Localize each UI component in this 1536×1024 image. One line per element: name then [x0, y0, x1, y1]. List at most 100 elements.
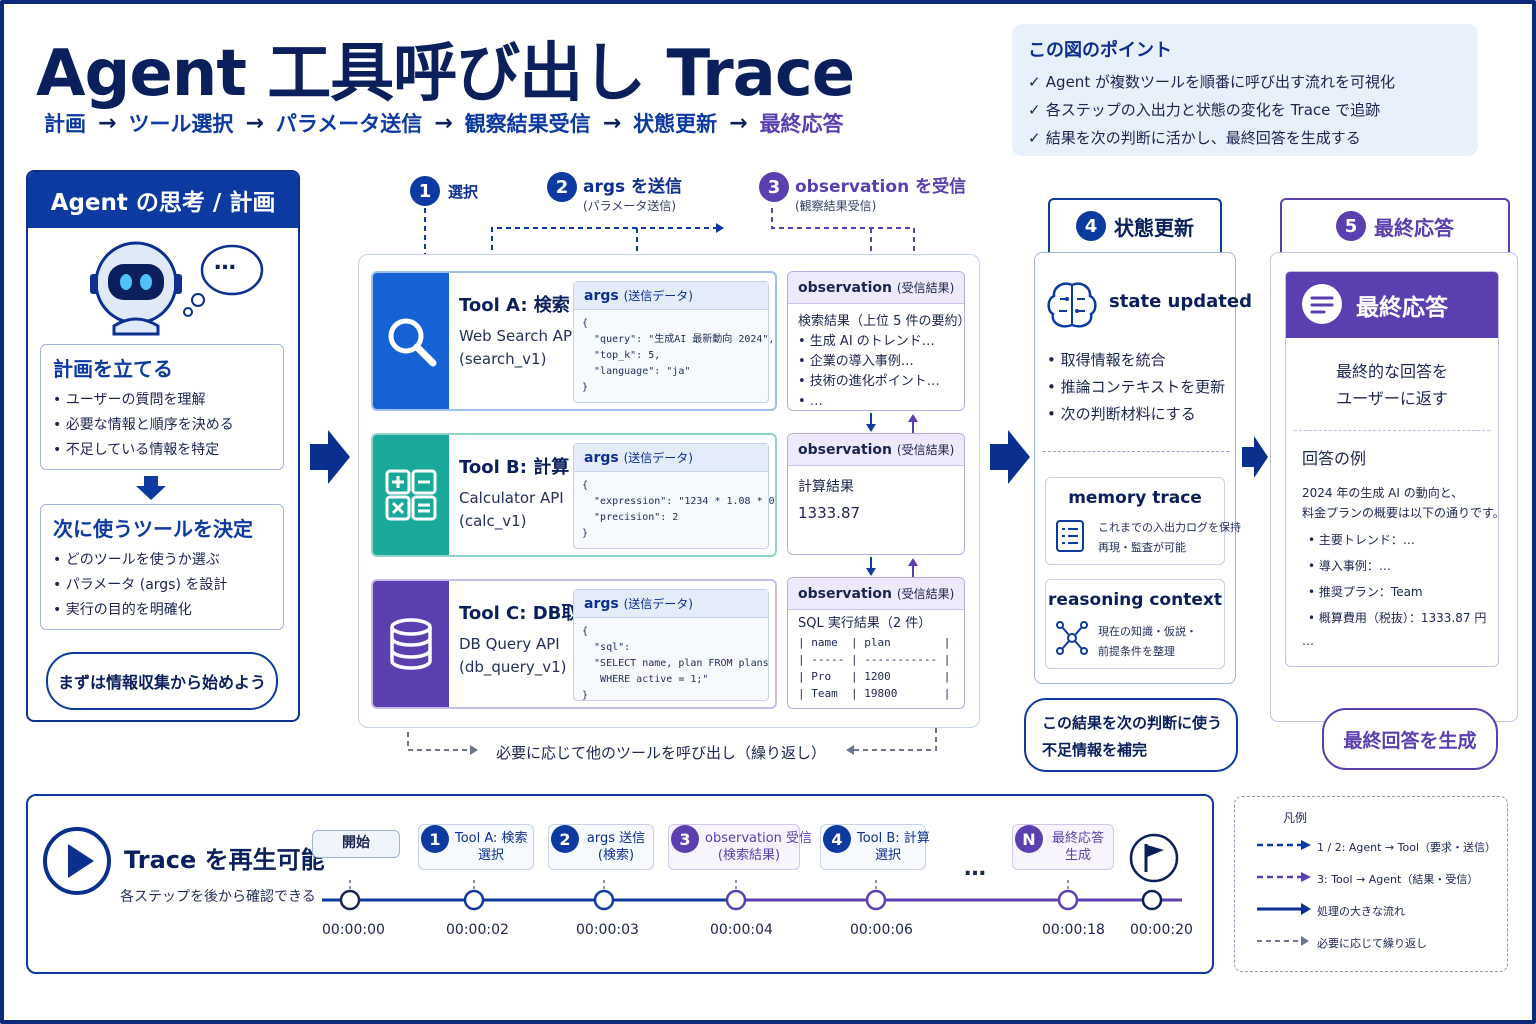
step-number: 2 [547, 172, 577, 202]
memory-trace-text: これまでの入出力ログを保持再現・監査が可能 [1098, 518, 1241, 558]
state-update-title: 状態更新 [1114, 215, 1194, 240]
trace-step-chip[interactable]: N 最終応答 生成 [1012, 824, 1114, 870]
tool-c-card[interactable]: Tool C: DB取得 DB Query API (db_query_v1) … [371, 579, 777, 709]
observation-header: observation (受信結果) [788, 272, 964, 304]
play-icon[interactable] [42, 826, 112, 896]
tool-c-icon-bar [373, 581, 449, 707]
trace-step-chip[interactable]: 1 Tool A: 検索 選択 [418, 824, 534, 870]
final-response-tab[interactable]: 5 最終応答 [1280, 198, 1510, 252]
answer-example-item: 主要トレンド：… [1302, 527, 1482, 553]
reasoning-context-box[interactable]: reasoning context 現在の知識・仮説・前提条件を整理 [1045, 579, 1225, 669]
key-points-box: この図のポイント Agent が複数ツールを順番に呼び出す流れを可視化 各ステッ… [1012, 24, 1478, 156]
tool-a-card[interactable]: Tool A: 検索 Web Search API (search_v1) ar… [371, 271, 777, 411]
observation-title: SQL 実行結果（2 件） [798, 616, 932, 631]
trace-chip-line: 生成 [1064, 848, 1091, 863]
state-speech-bubble: この結果を次の判断に使う 不足情報を補完 [1024, 698, 1238, 772]
state-item: 取得情報を統合 [1047, 347, 1225, 374]
flow-steps: 計画 → ツール選択 → パラメータ送信 → 観察結果受信 → 状態更新 → 最… [44, 108, 844, 138]
final-response-card: 最終応答 最終的な回答を ユーザーに返す 回答の例 2024 年の生成 AI の… [1285, 271, 1505, 667]
answer-example-item: 推奨プラン：Team [1302, 579, 1482, 605]
answer-example-title: 回答の例 [1302, 449, 1367, 468]
tool-c-api-id: (db_query_v1) [459, 658, 567, 676]
step-label: args を送信 [583, 177, 683, 197]
divider [1043, 451, 1229, 452]
step-2-marker: 2 args を送信 (パラメータ送信) [547, 172, 682, 214]
trace-chip-line: (検索) [597, 848, 635, 863]
tool-a-args: args (送信データ) { "query": "生成AI 最新動向 2024"… [573, 281, 774, 403]
state-update-tab[interactable]: 4 状態更新 [1048, 198, 1222, 252]
reasoning-context-text: 現在の知識・仮説・前提条件を整理 [1098, 622, 1197, 662]
flow-arrow: → [245, 110, 264, 136]
observation-label: observation [798, 280, 893, 296]
tool-b-card[interactable]: Tool B: 計算 Calculator API (calc_v1) args… [371, 433, 777, 557]
memory-trace-line: 再現・監査が可能 [1098, 541, 1186, 554]
flow-arrow: → [602, 110, 622, 136]
memory-trace-line: これまでの入出力ログを保持 [1098, 521, 1241, 534]
trace-time: 00:00:04 [710, 922, 773, 938]
tool-a-api-name: Web Search API [459, 327, 577, 345]
trace-time: 00:00:00 [322, 922, 385, 938]
trace-chip-line: 選択 [874, 848, 901, 863]
step-number: 3 [759, 172, 789, 202]
plan-title: 計画を立てる [53, 357, 173, 381]
flow-arrow: → [434, 110, 453, 136]
trace-step-chip[interactable]: 2 args 送信 (検索) [548, 824, 654, 870]
observation-a[interactable]: observation (受信結果) 検索結果（上位 5 件の要約） • 生成 … [787, 271, 971, 411]
flow-step-final: 最終応答 [759, 112, 844, 136]
trace-chip-line: args 送信 [586, 831, 646, 846]
legend-line-samples [1257, 840, 1311, 946]
state-item: 推論コンテキストを更新 [1047, 374, 1226, 401]
tool-a-icon-bar [373, 273, 449, 409]
flow-step-param-send: パラメータ送信 [275, 112, 423, 136]
observation-body: 検索結果（上位 5 件の要約） • 生成 AI のトレンド… • 企業の導入事例… [788, 304, 971, 420]
network-nodes-icon [1056, 621, 1088, 655]
memory-trace-box[interactable]: memory trace これまでの入出力ログを保持再現・監査が可能 [1045, 477, 1241, 565]
args-sublabel: (送信データ) [623, 289, 693, 303]
log-list-icon [1056, 520, 1084, 552]
tool-a-name: Tool A: 検索 [459, 295, 570, 316]
final-message-line: ユーザーに返す [1336, 389, 1448, 408]
answer-example: 回答の例 2024 年の生成 AI の動向と、 料金プランの概要は以下の通りです… [1286, 431, 1505, 651]
state-updated-label: state updated [1109, 291, 1252, 312]
observation-b[interactable]: observation (受信結果) 計算結果 1333.87 [787, 433, 965, 555]
chat-icon [1302, 284, 1342, 324]
reasoning-context-title: reasoning context [1048, 590, 1222, 610]
args-code: { "expression": "1234 * 1.08 * 0.9", "pr… [582, 480, 775, 539]
args-label: args [584, 288, 619, 304]
step-3-marker: 3 observation を受信 (観察結果受信) [759, 172, 966, 214]
observation-line: • … [798, 394, 823, 409]
trace-chip-line: 最終応答 [1051, 831, 1104, 846]
state-item: 次の判断材料にする [1047, 401, 1225, 428]
trace-step-chip[interactable]: 4 Tool B: 計算 選択 [820, 824, 930, 870]
trace-timeline-track [322, 880, 1182, 911]
flow-step-tool-select: ツール選択 [128, 112, 234, 136]
finish-flag-icon [1129, 833, 1179, 883]
final-card-header: 最終応答 [1286, 272, 1498, 338]
trace-step-chip[interactable]: 3 observation 受信 (検索結果) [668, 824, 812, 870]
down-arrow-icon [136, 476, 166, 500]
legend-row: 必要に応じて繰り返し [1317, 937, 1427, 950]
legend-row: 処理の大きな流れ [1317, 905, 1405, 918]
args-header: args (送信データ) [574, 590, 768, 618]
tool-b-api: Calculator API (calc_v1) [459, 487, 564, 533]
observation-label: observation [798, 442, 893, 458]
trace-time: 00:00:06 [850, 922, 913, 938]
calculator-icon [385, 469, 437, 521]
tool-c-args: args (送信データ) { "sql": "SELECT name, plan… [573, 589, 769, 701]
agent-panel: Agent の思考 / 計画 … 計画を立てる ユーザーの質問を理解 必要な情報… [26, 170, 300, 722]
trace-chip-line: Tool A: 検索 [455, 831, 528, 846]
legend-title: 凡例 [1283, 811, 1308, 825]
trace-chip-line: Tool B: 計算 [857, 831, 930, 846]
observation-header: observation (受信結果) [788, 578, 964, 610]
observation-c[interactable]: observation (受信結果) SQL 実行結果（2 件） | name … [787, 577, 965, 709]
trace-ellipsis: … [964, 856, 986, 881]
tool-b-args: args (送信データ) { "expression": "1234 * 1.0… [573, 443, 775, 549]
page-title: Agent 工具呼び出し Trace [36, 37, 855, 111]
final-message: 最終的な回答を ユーザーに返す [1286, 358, 1498, 412]
tool-c-name: Tool C: DB取得 [459, 603, 598, 624]
observation-sublabel: (受信結果) [896, 281, 955, 295]
legend-row: 3: Tool → Agent（結果・受信） [1317, 873, 1479, 886]
step-number: 1 [410, 176, 440, 206]
thought-bubble-text: … [214, 250, 236, 275]
observation-value: 1333.87 [798, 504, 861, 522]
